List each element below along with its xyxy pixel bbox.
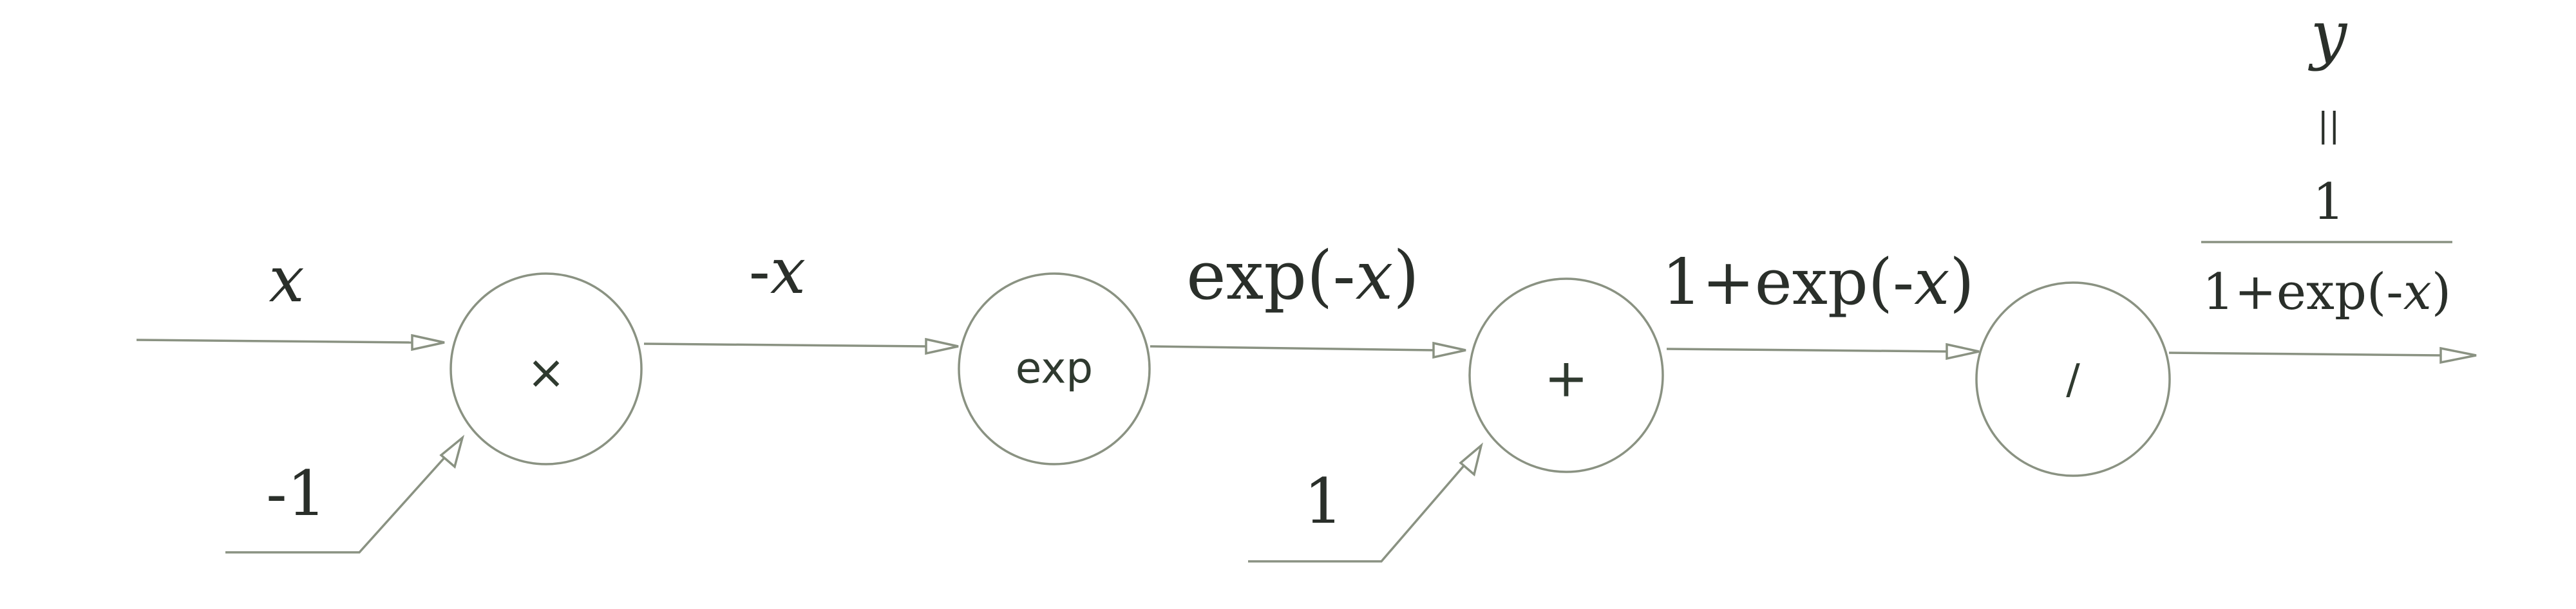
edge-one-input: [1248, 457, 1472, 563]
label-exp-neg-x: exp(-x): [1186, 236, 1419, 315]
label-neg-x: -x: [749, 235, 806, 308]
edge-output-arrowhead: [2439, 346, 2477, 364]
edge-exp-to-plus: [1150, 345, 1434, 351]
label-output-equals: ||: [2317, 106, 2340, 145]
labels: x -1 -x exp(-x) 1 1+exp(-x) y || 1 1+exp…: [266, 0, 2451, 538]
edge-x-arrowhead: [411, 333, 445, 351]
node-exp: exp: [958, 272, 1151, 465]
edge-neg-x-arrowhead: [925, 337, 959, 355]
edge-multiply-to-exp: [643, 342, 927, 348]
edge-divide-to-output: [2168, 351, 2441, 357]
node-multiply-symbol: ×: [527, 345, 565, 399]
label-output-numerator: 1: [2313, 173, 2345, 231]
edge-exp-neg-x-arrowhead: [1432, 341, 1466, 359]
label-one-plus-exp-neg-x: 1+exp(-x): [1662, 246, 1974, 319]
node-plus: +: [1468, 277, 1664, 473]
label-x: x: [269, 243, 304, 317]
label-neg-one: -1: [266, 458, 327, 530]
edge-plus-to-divide: [1666, 348, 1947, 353]
label-output-y: y: [2308, 0, 2348, 72]
edges: [136, 241, 2477, 563]
edge-neg-one-input: [225, 449, 452, 554]
edge-neg-one-arrowhead: [439, 435, 465, 469]
edge-one-plus-exp-arrowhead: [1946, 342, 1980, 361]
node-plus-symbol: +: [1544, 348, 1589, 409]
edge-x-input: [136, 339, 413, 344]
node-exp-symbol: exp: [1016, 344, 1093, 393]
node-divide: /: [1975, 281, 2171, 477]
edge-one-arrowhead: [1459, 442, 1483, 477]
node-multiply: ×: [450, 272, 643, 465]
label-one: 1: [1303, 465, 1343, 538]
label-output-denominator: 1+exp(-x): [2202, 263, 2451, 321]
node-divide-symbol: /: [2066, 356, 2080, 404]
